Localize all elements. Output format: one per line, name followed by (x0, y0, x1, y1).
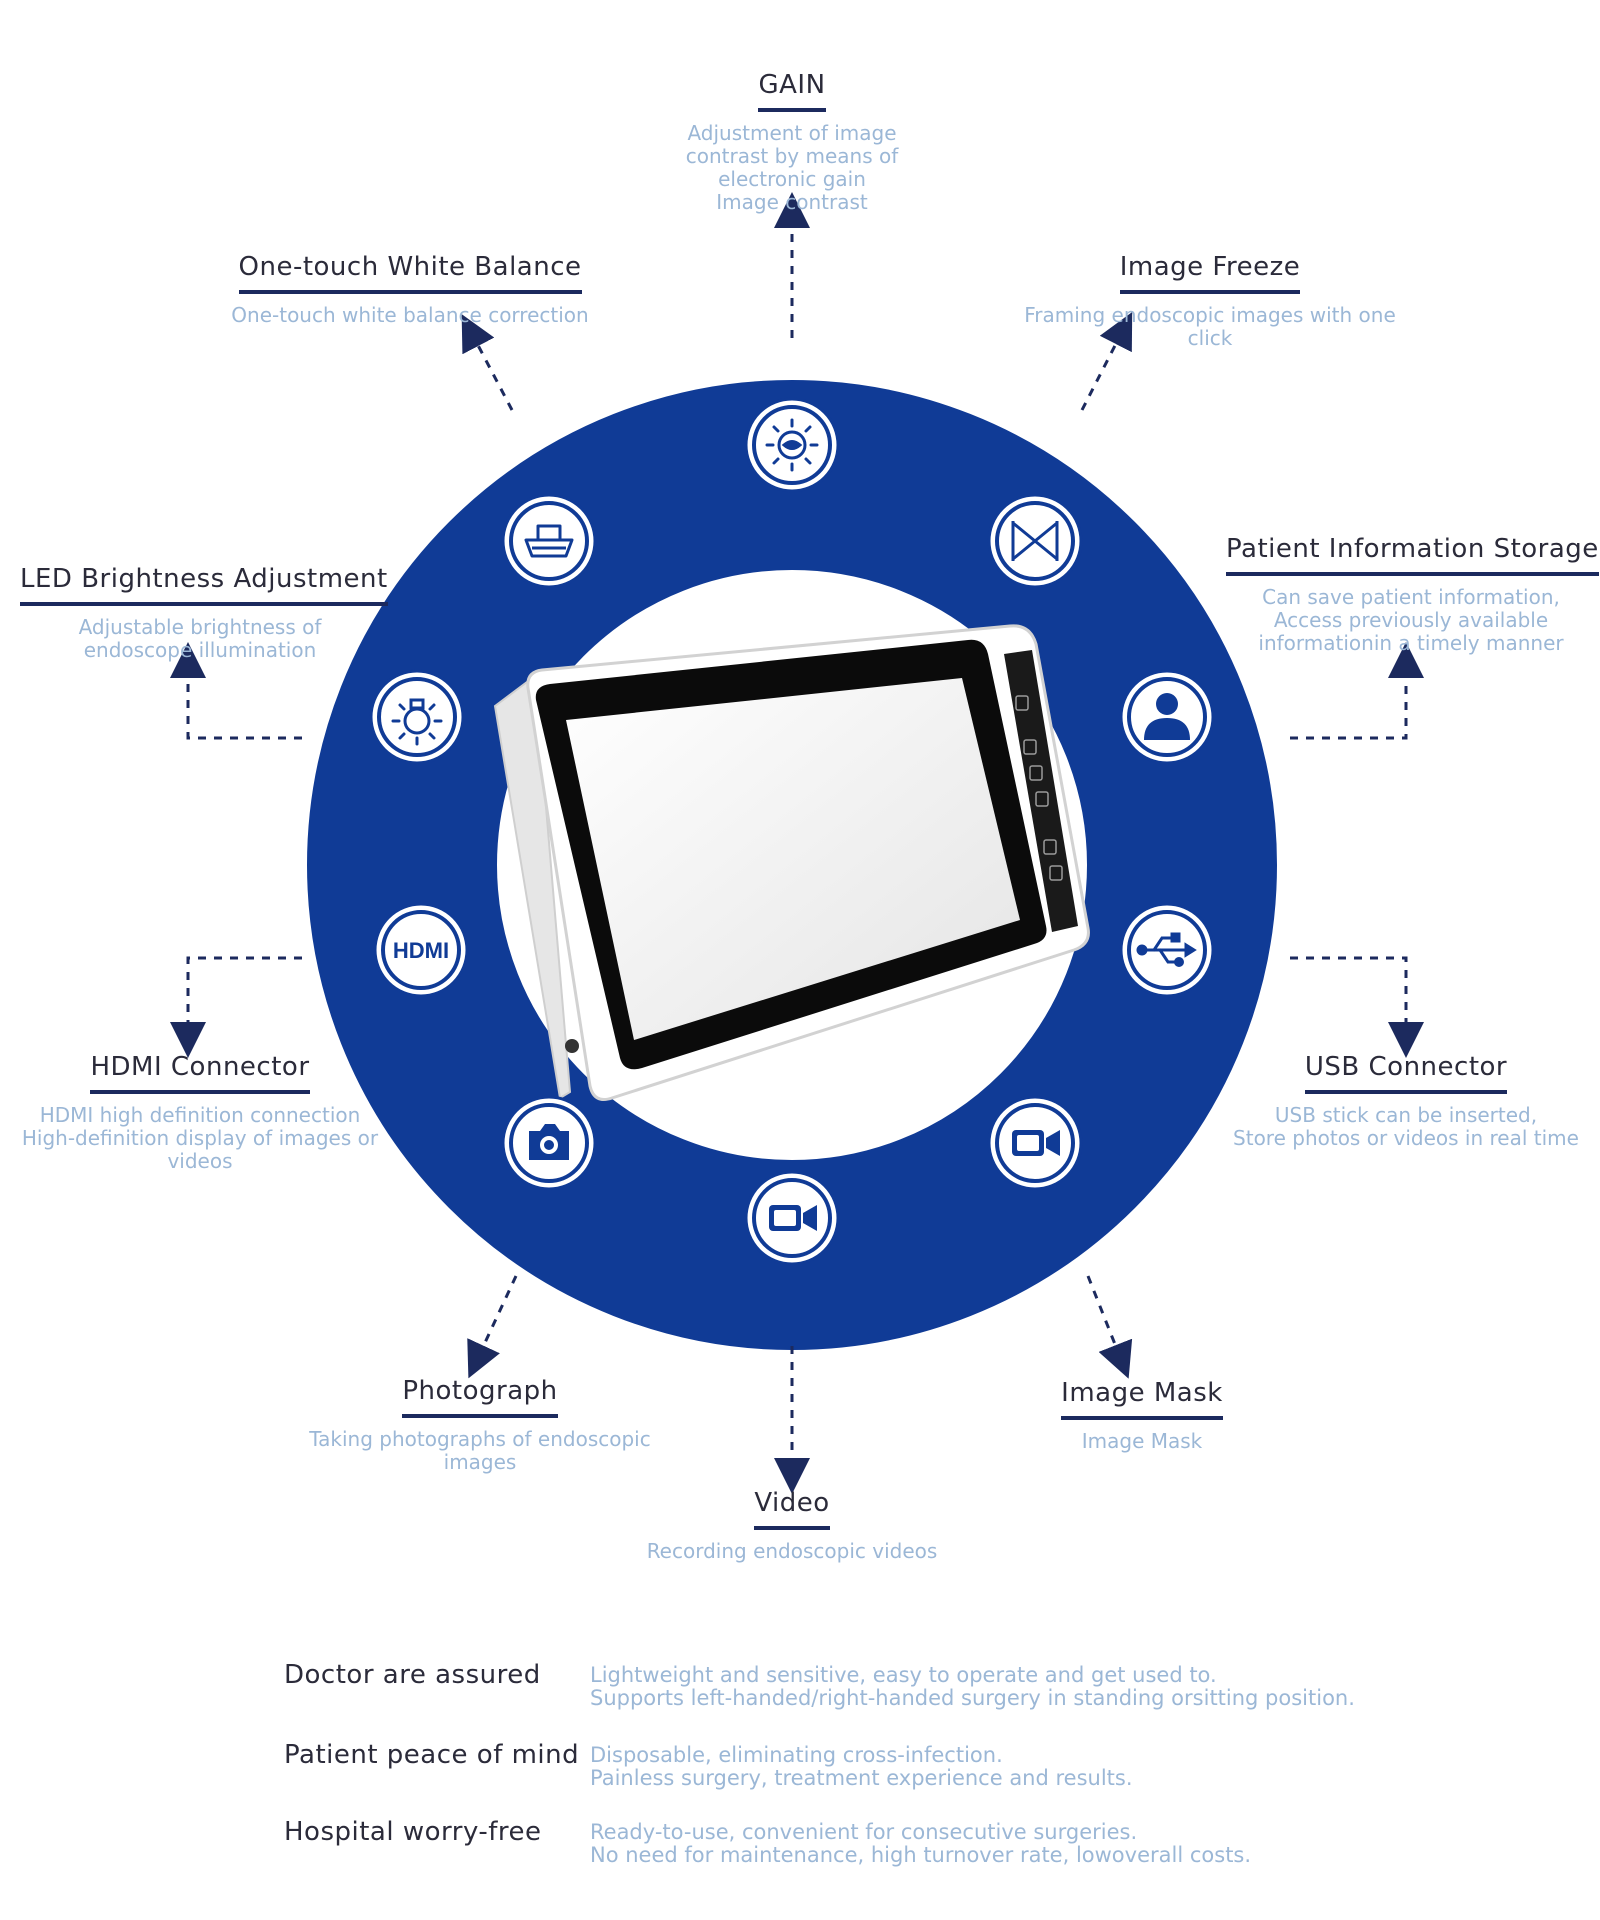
benefit-desc-line: Painless surgery, treatment experience a… (590, 1766, 1133, 1790)
panel-button[interactable] (1029, 765, 1043, 781)
benefit-desc-line: No need for maintenance, high turnover r… (590, 1843, 1252, 1867)
hdmi-icon: HDMI (393, 938, 449, 963)
feature-desc: endoscope illumination (83, 638, 317, 662)
endoscope-monitor (493, 624, 1090, 1101)
feature-photograph: Photograph Taking photographs of endosco… (270, 1376, 690, 1474)
panel-button[interactable] (1035, 791, 1049, 807)
feature-desc: Image Mask (1081, 1429, 1203, 1453)
feature-title: Photograph (402, 1376, 558, 1418)
feature-desc: Adjustment of image (687, 121, 897, 145)
usb-icon (1136, 932, 1197, 967)
camera-icon (529, 1124, 569, 1160)
feature-title: Image Mask (1061, 1378, 1223, 1420)
feature-desc: Store photos or videos in real time (1233, 1126, 1579, 1150)
benefit-desc-line: Lightweight and sensitive, easy to opera… (590, 1663, 1217, 1687)
patient-info-button[interactable] (1119, 669, 1215, 765)
feature-desc: informationin a timely manner (1258, 631, 1564, 655)
arrow-white-balance (461, 314, 514, 411)
feature-title: USB Connector (1304, 1052, 1508, 1094)
feature-white-balance: One-touch White Balance One-touch white … (210, 252, 610, 327)
feature-desc: Adjustable brightness of (78, 615, 322, 639)
monitor-port (565, 1039, 579, 1053)
monitor-back (493, 674, 572, 1100)
benefit-label: Doctor are assured (284, 1660, 541, 1690)
arrow-image-mask (1086, 1275, 1133, 1379)
feature-title: One-touch White Balance (238, 252, 582, 294)
feature-patient-info: Patient Information Storage Can save pat… (1226, 534, 1599, 655)
feature-desc: videos (167, 1149, 233, 1173)
feature-desc: HDMI high definition connection (39, 1103, 361, 1127)
feature-title: GAIN (758, 70, 826, 112)
feature-title: Video (754, 1488, 830, 1530)
arrow-led-brightness (170, 642, 302, 740)
arrow-usb (1290, 956, 1424, 1058)
video-camera-icon (1012, 1130, 1060, 1156)
benefit-desc: Ready-to-use, convenient for consecutive… (590, 1821, 1251, 1867)
monitor-screen (566, 678, 1020, 1040)
led-brightness-button[interactable] (369, 669, 465, 765)
feature-desc: Access previously available (1273, 608, 1549, 632)
panel-button[interactable] (1015, 695, 1029, 711)
feature-desc: Taking photographs of endoscopic images (309, 1427, 651, 1474)
arrow-hdmi (170, 956, 302, 1058)
feature-desc: High-definition display of images or (21, 1126, 379, 1150)
feature-title: HDMI Connector (90, 1052, 310, 1094)
bowtie-icon (1011, 521, 1059, 561)
benefit-label: Patient peace of mind (284, 1740, 580, 1770)
benefit-desc: Disposable, eliminating cross-infection.… (590, 1744, 1133, 1790)
arrow-photograph (467, 1275, 518, 1379)
panel-button[interactable] (1049, 865, 1063, 881)
monitor-button-panel (1004, 650, 1078, 932)
feature-video: Video Recording endoscopic videos (612, 1488, 972, 1563)
benefit-desc: Lightweight and sensitive, easy to opera… (590, 1664, 1355, 1710)
user-icon (1144, 693, 1190, 740)
feature-image-mask: Image Mask Image Mask (992, 1378, 1292, 1453)
feature-desc: electronic gain (718, 167, 866, 191)
benefit-desc-line: Disposable, eliminating cross-infection. (590, 1743, 1003, 1767)
sun-eye-icon (765, 418, 819, 472)
video-camera-icon (769, 1205, 817, 1231)
feature-title: LED Brightness Adjustment (20, 564, 388, 606)
feature-led-brightness: LED Brightness Adjustment Adjustable bri… (20, 564, 388, 662)
feature-desc: Framing endoscopic images with one click (1024, 303, 1396, 350)
benefit-desc-line: Supports left-handed/right-handed surger… (590, 1686, 1355, 1710)
arrow-patient-info (1290, 642, 1424, 740)
feature-desc: USB stick can be inserted, (1274, 1103, 1538, 1127)
bulb-icon (391, 698, 443, 746)
feature-desc: Recording endoscopic videos (646, 1539, 938, 1563)
feature-title: Patient Information Storage (1226, 534, 1599, 576)
white-balance-icon (524, 524, 574, 558)
feature-desc: One-touch white balance correction (231, 303, 589, 327)
feature-title: Image Freeze (1119, 252, 1301, 294)
feature-desc: Image contrast (716, 190, 868, 214)
benefit-desc-line: Ready-to-use, convenient for consecutive… (590, 1820, 1138, 1844)
connector-arrows (170, 192, 1424, 1494)
benefit-label: Hospital worry-free (284, 1817, 542, 1847)
feature-desc: Can save patient information, (1262, 585, 1560, 609)
panel-button[interactable] (1023, 739, 1037, 755)
feature-image-freeze: Image Freeze Framing endoscopic images w… (1010, 252, 1410, 350)
feature-hdmi: HDMI Connector HDMI high definition conn… (10, 1052, 390, 1173)
panel-button[interactable] (1043, 839, 1057, 855)
hdmi-button[interactable] (373, 902, 469, 998)
feature-gain: GAIN Adjustment of image contrast by mea… (612, 70, 972, 214)
feature-usb: USB Connector USB stick can be inserted,… (1216, 1052, 1596, 1150)
feature-desc: contrast by means of (685, 144, 899, 168)
